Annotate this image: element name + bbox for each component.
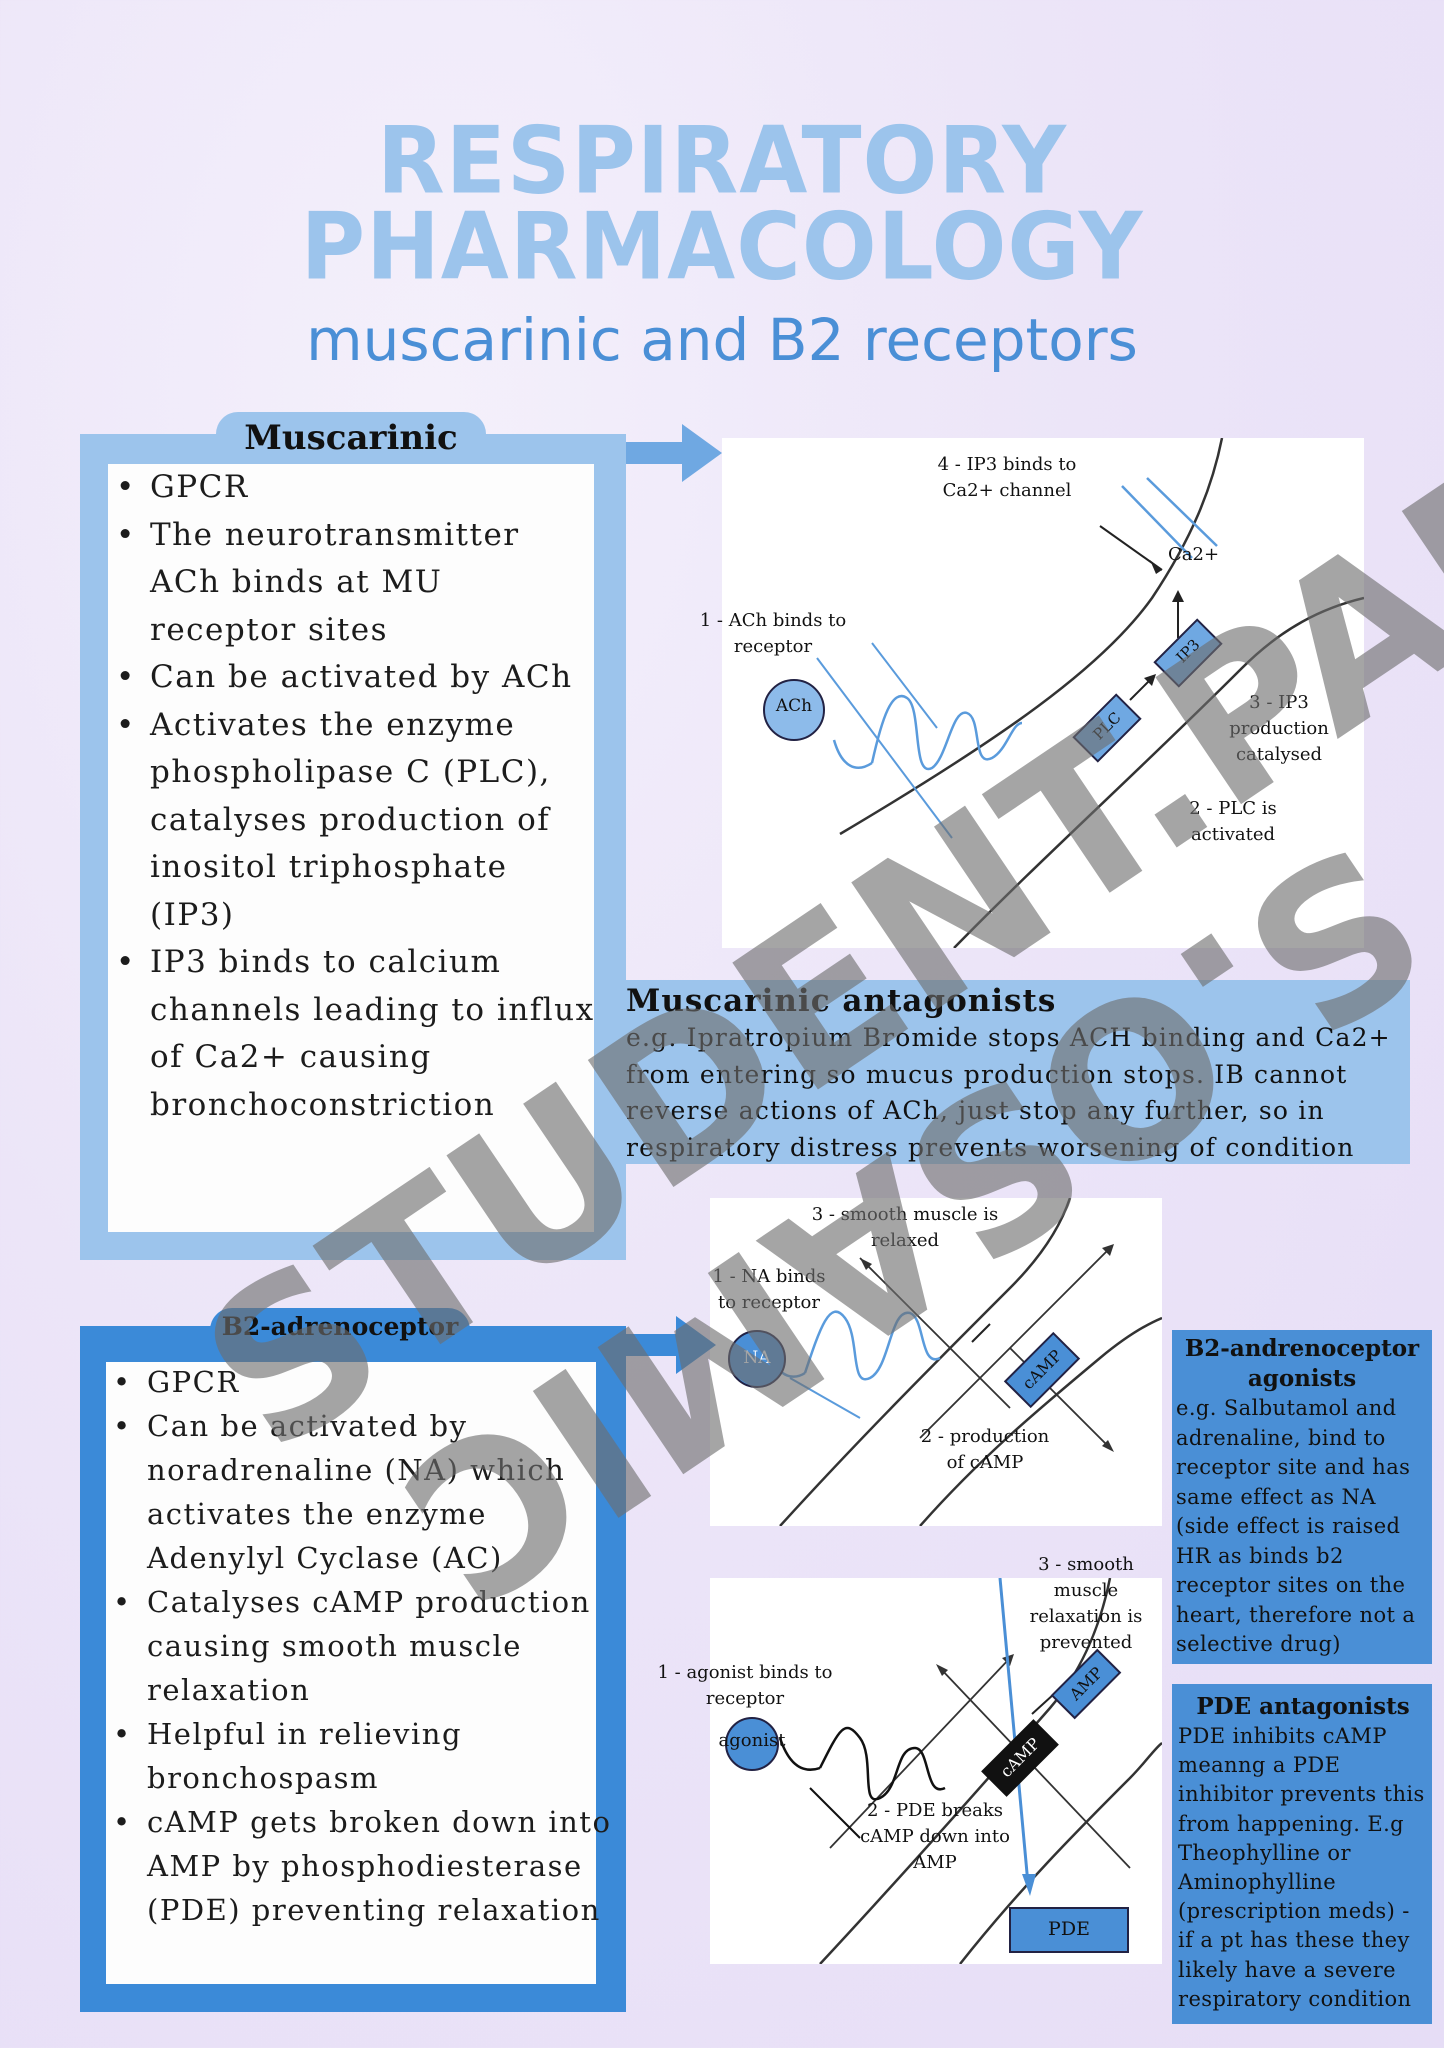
- pde-step1-label: 1 - agonist binds to receptor: [657, 1662, 833, 1709]
- arrow-right-icon: [624, 1316, 716, 1374]
- b2-diagram: NA cAMP 3 - smooth muscle is relaxed 1 -…: [710, 1198, 1162, 1526]
- bullet-item: Catalyses cAMP production causing smooth…: [107, 1580, 617, 1712]
- bullet-item: GPCR: [107, 1360, 617, 1404]
- bullet-item: IP3 binds to calcium channels leading to…: [110, 939, 600, 1129]
- page-title: RESPIRATORY PHARMACOLOGY: [0, 106, 1444, 301]
- b2-agonists-body: e.g. Salbutamol and adrenaline, bind to …: [1176, 1396, 1416, 1656]
- ca-label: Ca2+: [1168, 544, 1220, 565]
- b2-agonists-heading: B2-andrenoceptor agonists: [1184, 1335, 1420, 1392]
- muscarinic-heading: Muscarinic: [216, 412, 486, 460]
- muscarinic-diagram: ACh IP3 PLC Ca2+ 4 - IP3 binds to Ca2+ c…: [700, 438, 1364, 948]
- pde-antagonists-heading: PDE antagonists: [1196, 1693, 1410, 1720]
- bullet-item: Activates the enzyme phospholipase C (PL…: [110, 702, 600, 940]
- bullet-item: The neurotransmitter ACh binds at MU rec…: [110, 512, 600, 655]
- pde-diagram-drawing: [725, 1578, 1162, 1964]
- muscarinic-antagonists-heading: Muscarinic antagonists: [626, 983, 1057, 1019]
- step2-label: 2 - PLC is activated: [1189, 798, 1277, 845]
- bullet-item: Can be activated by noradrenaline (NA) w…: [107, 1404, 617, 1580]
- b2-agonists-box: B2-andrenoceptor agonists e.g. Salbutamo…: [1172, 1330, 1432, 1664]
- title-line-2: PHARMACOLOGY: [300, 192, 1144, 301]
- pde-antagonists-box: PDE antagonists PDE inhibits cAMP meanng…: [1172, 1684, 1432, 2024]
- step1-label: 1 - ACh binds to receptor: [699, 610, 847, 657]
- agonist-label: agonist: [718, 1730, 786, 1751]
- subtitle: muscarinic and B2 receptors: [306, 306, 1138, 374]
- pde-step2-label: 2 - PDE breaks cAMP down into AMP: [860, 1800, 1010, 1873]
- muscarinic-antagonists-body: e.g. Ipratropium Bromide stops ACH bindi…: [626, 1023, 1391, 1162]
- pde-label: PDE: [1048, 1918, 1090, 1940]
- b2-step3-label: 3 - smooth muscle is relaxed: [811, 1204, 999, 1251]
- pde-antagonists-body: PDE inhibits cAMP meanng a PDE inhibitor…: [1178, 1724, 1425, 2011]
- title-line-1: RESPIRATORY: [376, 106, 1068, 215]
- b2-step1-label: 1 - NA binds to receptor: [712, 1266, 826, 1313]
- pde-diagram: AMP cAMP agonist PDE 3 - smooth muscle r…: [657, 1554, 1162, 1964]
- muscarinic-antagonists-box: Muscarinic antagonists e.g. Ipratropium …: [622, 980, 1410, 1164]
- bullet-item: Helpful in relieving bronchospasm: [107, 1712, 617, 1800]
- arrow-right-icon: [626, 424, 722, 482]
- bullet-item: cAMP gets broken down into AMP by phosph…: [107, 1800, 617, 1932]
- na-label: NA: [743, 1348, 771, 1368]
- pde-step3-label: 3 - smooth muscle relaxation is prevente…: [1029, 1554, 1143, 1653]
- b2-bullet-list: GPCRCan be activated by noradrenaline (N…: [107, 1360, 617, 1932]
- step4-label: 4 - IP3 binds to Ca2+ channel: [937, 454, 1077, 501]
- muscarinic-diagram-drawing: [763, 438, 1364, 948]
- step3-label: 3 - IP3 production catalysed: [1229, 692, 1329, 765]
- b2-step2-label: 2 - production of cAMP: [920, 1426, 1050, 1473]
- bullet-item: Can be activated by ACh: [110, 654, 600, 702]
- b2-heading: B2-adrenoceptor: [210, 1308, 470, 1344]
- b2-diagram-drawing: [728, 1198, 1162, 1526]
- bullet-item: GPCR: [110, 464, 600, 512]
- muscarinic-bullet-list: GPCRThe neurotransmitter ACh binds at MU…: [110, 464, 600, 1129]
- ach-label: ACh: [775, 696, 813, 716]
